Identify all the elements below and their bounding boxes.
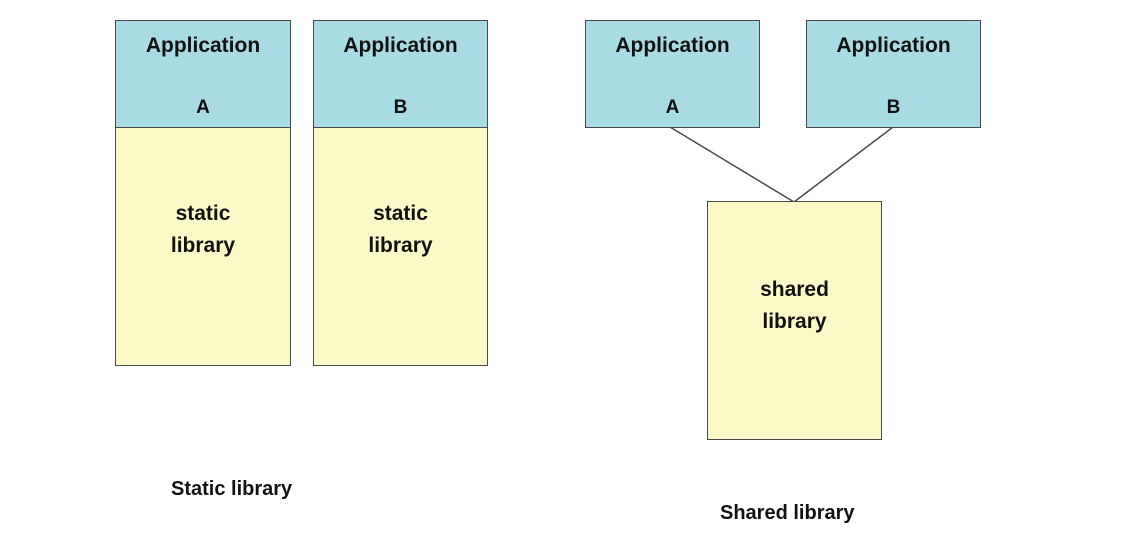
shared-app-b-letter: B <box>886 97 901 118</box>
shared-lib-box: shared library <box>707 201 882 440</box>
static-lib-b-label: static library <box>314 198 487 262</box>
static-lib-b-box: static library <box>313 127 488 366</box>
shared-app-a-title: Application <box>615 34 730 57</box>
static-lib-b-line2: library <box>368 234 433 257</box>
shared-app-a-box: Application A <box>585 20 760 128</box>
static-lib-b-line1: static <box>373 202 428 225</box>
static-library-caption: Static library <box>171 478 293 500</box>
static-app-b-letter: B <box>393 97 408 118</box>
shared-app-a-letter: A <box>665 97 680 118</box>
static-app-b-title: Application <box>343 34 458 57</box>
shared-app-b-title: Application <box>836 34 951 57</box>
connector-app-b-to-shared <box>793 126 894 203</box>
shared-library-caption: Shared library <box>720 502 855 524</box>
shared-lib-label: shared library <box>708 274 881 338</box>
static-lib-a-line1: static <box>175 202 231 225</box>
static-lib-a-label: static library <box>116 198 290 262</box>
static-lib-a-line2: library <box>170 234 236 257</box>
connector-app-a-to-shared <box>669 126 795 203</box>
static-lib-a-box: static library <box>115 127 291 366</box>
static-app-b-box: Application B <box>313 20 488 128</box>
static-app-a-box: Application A <box>115 20 291 128</box>
shared-app-b-box: Application B <box>806 20 981 128</box>
static-app-a-title: Application <box>145 34 261 57</box>
shared-lib-line1: shared <box>760 278 829 301</box>
static-app-a-letter: A <box>196 97 210 118</box>
shared-lib-line2: library <box>762 310 827 333</box>
